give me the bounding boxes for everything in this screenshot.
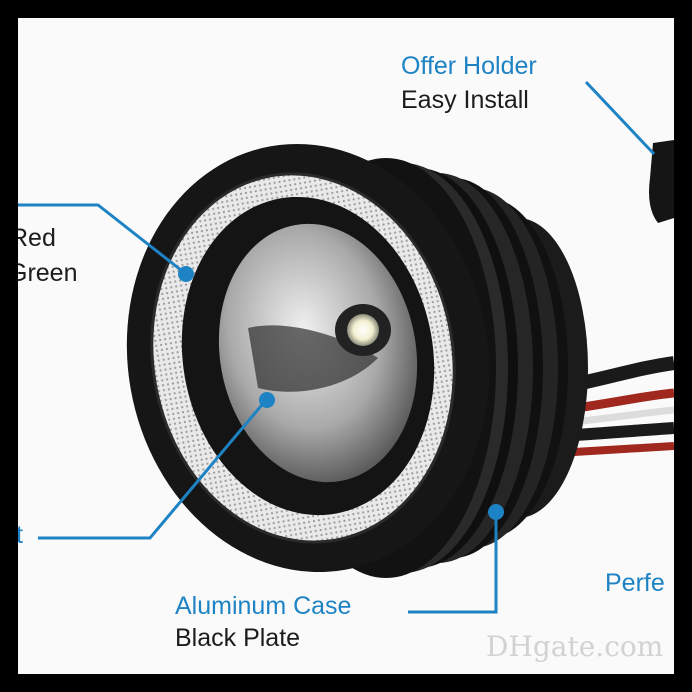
product-photo: Offer Holder Easy Install Red Green t Al… bbox=[18, 18, 674, 674]
color-red-label: Red bbox=[18, 224, 56, 252]
case-title: Aluminum Case bbox=[175, 592, 352, 620]
callout-dot-icon bbox=[178, 266, 194, 282]
case-subtitle: Black Plate bbox=[175, 624, 301, 652]
callout-dot-icon bbox=[259, 392, 275, 408]
led-chip bbox=[347, 314, 379, 346]
color-green-label: Green bbox=[18, 259, 78, 287]
perf-cut-label: Perfe bbox=[605, 569, 665, 597]
holder-title: Offer Holder bbox=[401, 52, 537, 80]
holder-clip bbox=[649, 140, 674, 223]
callout-dot-icon bbox=[488, 504, 504, 520]
holder-subtitle: Easy Install bbox=[401, 86, 529, 114]
callout-lines bbox=[18, 80, 656, 614]
dhgate-watermark: DHgate.com bbox=[486, 630, 664, 663]
front-housing bbox=[126, 143, 490, 573]
left-cut-label: t bbox=[18, 521, 23, 549]
fog-light-illustration bbox=[18, 80, 674, 614]
